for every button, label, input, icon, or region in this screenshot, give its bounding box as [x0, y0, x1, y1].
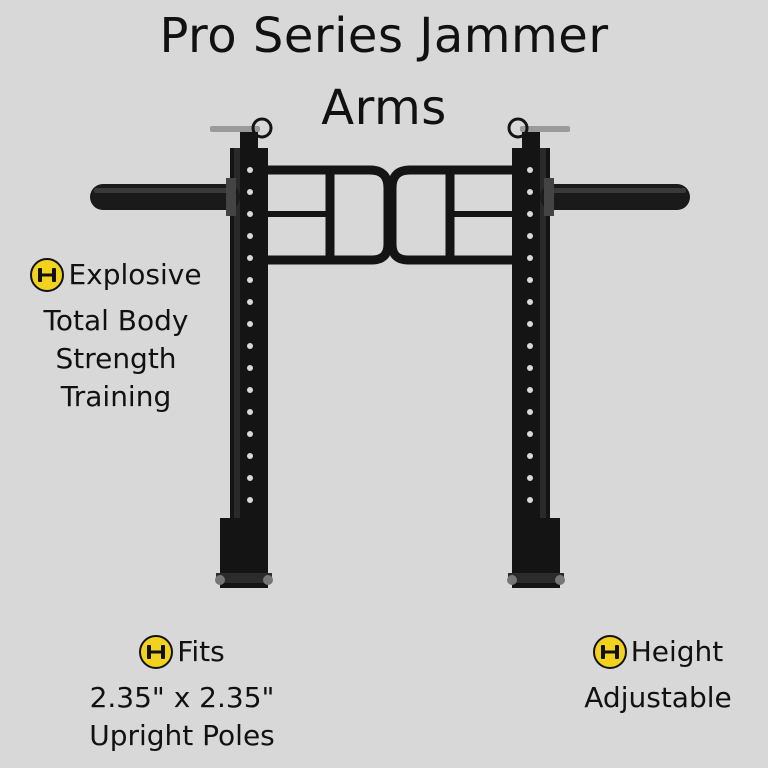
feature-1-line-3: Strength	[55, 342, 177, 375]
feature-height-adjustable: Height Adjustable	[548, 633, 768, 717]
dumbbell-badge-icon	[30, 258, 65, 292]
dumbbell-badge-icon	[592, 635, 627, 669]
feature-1-line-4: Training	[60, 380, 172, 413]
feature-fits-upright-poles: Fits 2.35" x 2.35" Upright Poles	[42, 633, 322, 755]
dumbbell-badge-icon	[139, 635, 174, 669]
page-title-line-1: Pro Series Jammer	[159, 8, 609, 64]
feature-2-line-3: Upright Poles	[89, 719, 275, 752]
page-title-line-2: Arms	[321, 80, 447, 136]
feature-2-line-2: 2.35" x 2.35"	[89, 681, 275, 714]
feature-3-line-1: Height	[630, 635, 724, 668]
feature-2-line-1: Fits	[177, 635, 225, 668]
feature-explosive-training: Explosive Total Body Strength Training	[0, 256, 232, 416]
feature-3-line-2: Adjustable	[584, 681, 732, 714]
feature-1-line-2: Total Body	[43, 304, 189, 337]
feature-1-line-1: Explosive	[68, 258, 202, 291]
